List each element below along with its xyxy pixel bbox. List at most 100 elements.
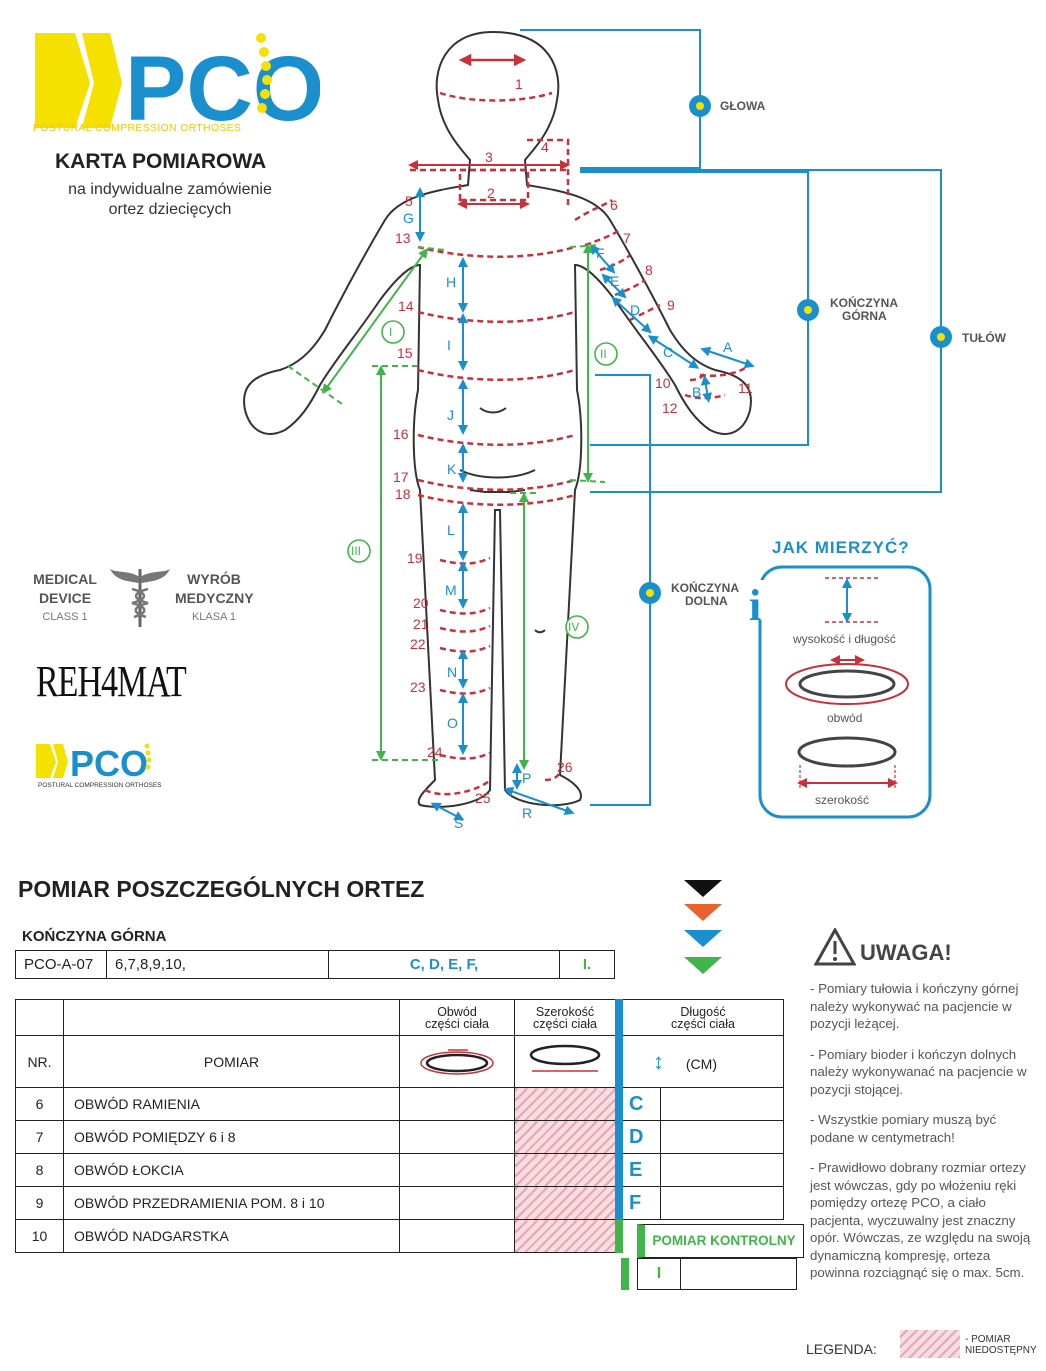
unavailable-cell: [514, 1153, 620, 1187]
svg-text:15: 15: [397, 345, 413, 361]
svg-text:A: A: [723, 339, 733, 355]
orthosis-letters: C, D, E, F,: [328, 950, 560, 979]
md-left-1: MEDICAL: [33, 571, 97, 587]
warning-note: - Pomiary bioder i kończyn dolnych należ…: [810, 1046, 1027, 1097]
warning-note: - Wszystkie pomiary muszą być podane w c…: [810, 1112, 997, 1145]
green-triangle-icon: [684, 957, 722, 974]
width-icon: [514, 1035, 620, 1088]
svg-text:PCO: PCO: [70, 743, 148, 784]
circumference-icon: [399, 1035, 515, 1088]
how-to-height-label: wysokość i długość: [792, 632, 896, 646]
orthosis-numeral: I.: [559, 950, 615, 979]
length-input[interactable]: [659, 1087, 785, 1121]
md-right-1: WYRÓB: [187, 571, 241, 587]
page-title: KARTA POMIAROWA: [55, 150, 267, 173]
svg-text:20: 20: [413, 595, 429, 611]
cm-label: (CM): [685, 1055, 717, 1072]
circumference-input[interactable]: [399, 1153, 515, 1187]
svg-text:2: 2: [487, 185, 495, 201]
svg-text:P: P: [522, 770, 531, 786]
warning-note: - Prawidłowo dobrany rozmiar ortezy jest…: [810, 1160, 1031, 1280]
blue-measurement-letters: A B C D E F G H I J K L M N O P R S: [403, 210, 733, 831]
length-input[interactable]: [659, 1153, 785, 1187]
pco-logo-small: PCO: [36, 743, 152, 784]
legend-swatch: [900, 1330, 960, 1358]
pomiar-header: POMIAR: [63, 1035, 400, 1088]
md-right-2: MEDYCZNY: [175, 590, 254, 606]
svg-text:23: 23: [410, 679, 426, 695]
subtitle-line-1: na indywidualne zamówienie: [68, 181, 272, 198]
svg-text:S: S: [454, 815, 463, 831]
circumference-input[interactable]: [399, 1219, 515, 1253]
red-measurement-numbers: 1 2 3 4 5 6 7 8 9 10 11 12 13 14 15 16 1…: [393, 76, 753, 806]
svg-text:25: 25: [475, 790, 491, 806]
svg-text:C: C: [663, 344, 673, 360]
svg-text:F: F: [596, 245, 605, 261]
how-to-box: [758, 565, 932, 819]
subtitle-line-2: ortez dziecięcych: [108, 201, 232, 218]
svg-text:19: 19: [407, 550, 423, 566]
table-row: 6 OBWÓD RAMIENIA C: [15, 1087, 785, 1121]
svg-text:R: R: [522, 805, 532, 821]
warning-notes: - Pomiary tułowia i kończyny górnej nale…: [810, 980, 1035, 1295]
svg-text:B: B: [692, 384, 701, 400]
length-input[interactable]: [659, 1186, 785, 1220]
svg-text:22: 22: [410, 636, 426, 652]
label-lower-limb-2: DOLNA: [685, 594, 728, 608]
circumference-input[interactable]: [399, 1120, 515, 1154]
svg-text:14: 14: [398, 298, 414, 314]
control-measurement-label: POMIAR KONTROLNY: [637, 1224, 804, 1258]
small-logo-subtitle: POSTURAL COMPRESSION ORTHOSES: [38, 782, 162, 789]
unavailable-cell: [514, 1219, 620, 1253]
body-measurement-diagram: 1 2 3 4 5 6 7 8 9 10 11 12 13 14 15 16 1…: [243, 29, 1007, 831]
svg-text:D: D: [630, 302, 640, 318]
medical-device-label: MEDICAL DEVICE CLASS 1: [30, 570, 100, 627]
svg-text:7: 7: [623, 230, 631, 246]
nr-header: NR.: [15, 1035, 64, 1088]
svg-text:I: I: [447, 337, 451, 353]
label-lower-limb-1: KOŃCZYNA: [671, 580, 739, 595]
svg-text:III: III: [351, 544, 361, 558]
svg-text:9: 9: [667, 297, 675, 313]
svg-text:5: 5: [405, 193, 413, 209]
svg-text:H: H: [446, 274, 456, 290]
updown-arrow-icon: ↕: [653, 1048, 664, 1074]
table-row: 8 OBWÓD ŁOKCIA E: [15, 1153, 785, 1187]
black-triangle-icon: [684, 880, 722, 897]
length-input[interactable]: [659, 1120, 785, 1154]
page-subtitle: na indywidualne zamówienie ortez dziecię…: [55, 180, 285, 220]
svg-text:G: G: [403, 210, 414, 226]
svg-text:J: J: [447, 407, 454, 423]
section-title: POMIAR POSZCZEGÓLNYCH ORTEZ: [18, 876, 425, 902]
svg-text:16: 16: [393, 426, 409, 442]
wyrob-medyczny-label: WYRÓB MEDYCZNY KLASA 1: [175, 570, 254, 627]
svg-text:24: 24: [427, 744, 443, 760]
control-numeral: I: [637, 1258, 681, 1290]
label-upper-limb-2: GÓRNA: [842, 308, 887, 323]
svg-text:N: N: [447, 664, 457, 680]
warning-note: - Pomiary tułowia i kończyny górnej nale…: [810, 981, 1019, 1031]
svg-text:I: I: [389, 325, 392, 339]
logo-brand: PCO: [125, 38, 320, 138]
unavailable-cell: [514, 1186, 620, 1220]
md-left-3: CLASS 1: [42, 611, 88, 623]
svg-text:8: 8: [645, 262, 653, 278]
svg-text:II: II: [600, 347, 607, 361]
svg-text:11: 11: [738, 380, 753, 396]
orthosis-numbers: 6,7,8,9,10,: [106, 950, 329, 979]
col-width-header: Szerokość części ciała: [514, 999, 620, 1036]
warning-icon: [814, 928, 856, 966]
label-upper-limb-1: KOŃCZYNA: [830, 295, 898, 310]
control-input[interactable]: [680, 1258, 797, 1290]
legend-label: LEGENDA:: [806, 1341, 877, 1357]
measurement-table: Obwód części ciała Szerokość części ciał…: [15, 999, 785, 1253]
svg-text:IV: IV: [568, 620, 579, 634]
orange-triangle-icon: [684, 904, 722, 921]
green-measurement-numerals: I II III IV: [347, 320, 618, 639]
unavailable-cell: [514, 1087, 620, 1121]
pco-logo: PCO: [35, 33, 320, 138]
circumference-input[interactable]: [399, 1186, 515, 1220]
label-head: GŁOWA: [720, 99, 766, 113]
svg-text:12: 12: [662, 400, 678, 416]
circumference-input[interactable]: [399, 1087, 515, 1121]
